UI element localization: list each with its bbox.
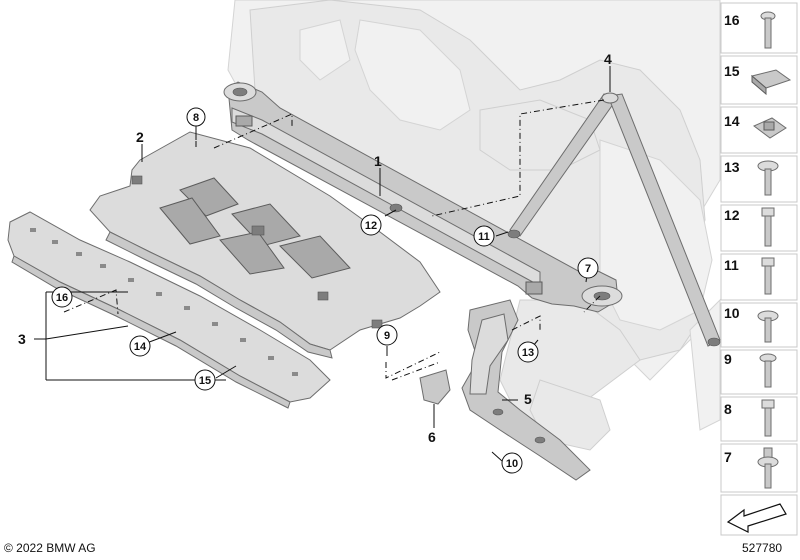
fastener-15: 15	[720, 55, 798, 105]
svg-text:12: 12	[365, 220, 377, 232]
part-3-lower-carrier	[7, 211, 331, 409]
svg-text:10: 10	[724, 305, 740, 321]
svg-text:12: 12	[724, 207, 740, 223]
callout-circle-7: 7	[577, 257, 599, 279]
direction-arrow-box	[720, 494, 798, 536]
fastener-11: 11	[720, 253, 798, 301]
svg-text:13: 13	[522, 347, 534, 359]
fastener-16: 16	[720, 2, 798, 54]
part-1-cross-member	[223, 81, 623, 313]
svg-text:9: 9	[724, 351, 732, 367]
svg-text:13: 13	[724, 159, 740, 175]
fastener-10: 10	[720, 302, 798, 348]
part-4-strut	[507, 92, 721, 347]
svg-text:16: 16	[56, 292, 68, 304]
svg-text:14: 14	[134, 341, 147, 353]
fastener-panel: 16 15 14 13 12	[720, 2, 798, 536]
callout-1: 1	[374, 153, 382, 169]
svg-text:14: 14	[724, 113, 740, 129]
assembly-lines	[63, 99, 605, 381]
svg-text:11: 11	[724, 257, 739, 273]
callout-circle-15: 15	[194, 369, 216, 391]
fastener-9: 9	[720, 349, 798, 395]
svg-text:8: 8	[724, 401, 732, 417]
svg-text:7: 7	[724, 449, 732, 465]
callout-circle-14: 14	[129, 335, 151, 357]
svg-text:9: 9	[384, 330, 390, 342]
svg-text:7: 7	[585, 263, 591, 275]
svg-text:16: 16	[724, 12, 740, 28]
callout-6: 6	[428, 429, 436, 445]
callout-5: 5	[524, 391, 532, 407]
callout-circle-10: 10	[501, 452, 523, 474]
circled-callouts: 8 12 11 7 9 13 10 16	[51, 107, 599, 474]
fastener-13: 13	[720, 155, 798, 203]
svg-text:11: 11	[478, 231, 490, 243]
callout-circle-16: 16	[51, 286, 73, 308]
fastener-7: 7	[720, 443, 798, 493]
callout-circle-9: 9	[376, 324, 398, 346]
part-5-bracket	[461, 299, 591, 481]
svg-text:15: 15	[724, 63, 740, 79]
svg-text:15: 15	[199, 375, 211, 387]
callout-circle-8: 8	[186, 107, 206, 127]
callout-2: 2	[136, 129, 144, 145]
callout-circle-11: 11	[473, 225, 495, 247]
fastener-14: 14	[720, 106, 798, 154]
callout-3: 3	[18, 331, 26, 347]
callout-circle-13: 13	[517, 341, 539, 363]
arrow-icon	[726, 503, 787, 533]
part-6-clip	[419, 369, 451, 405]
svg-text:8: 8	[193, 112, 199, 124]
diagram-number: 527780	[742, 541, 783, 555]
fastener-8: 8	[720, 396, 798, 442]
callout-labels: 1 2 3 4 5 6	[18, 51, 612, 445]
callout-4: 4	[604, 51, 612, 67]
copyright-text: © 2022 BMW AG	[4, 541, 96, 555]
fastener-12: 12	[720, 204, 798, 252]
part-2-carrier-panel	[89, 131, 441, 359]
callout-circle-12: 12	[360, 214, 382, 236]
svg-text:10: 10	[506, 458, 518, 470]
